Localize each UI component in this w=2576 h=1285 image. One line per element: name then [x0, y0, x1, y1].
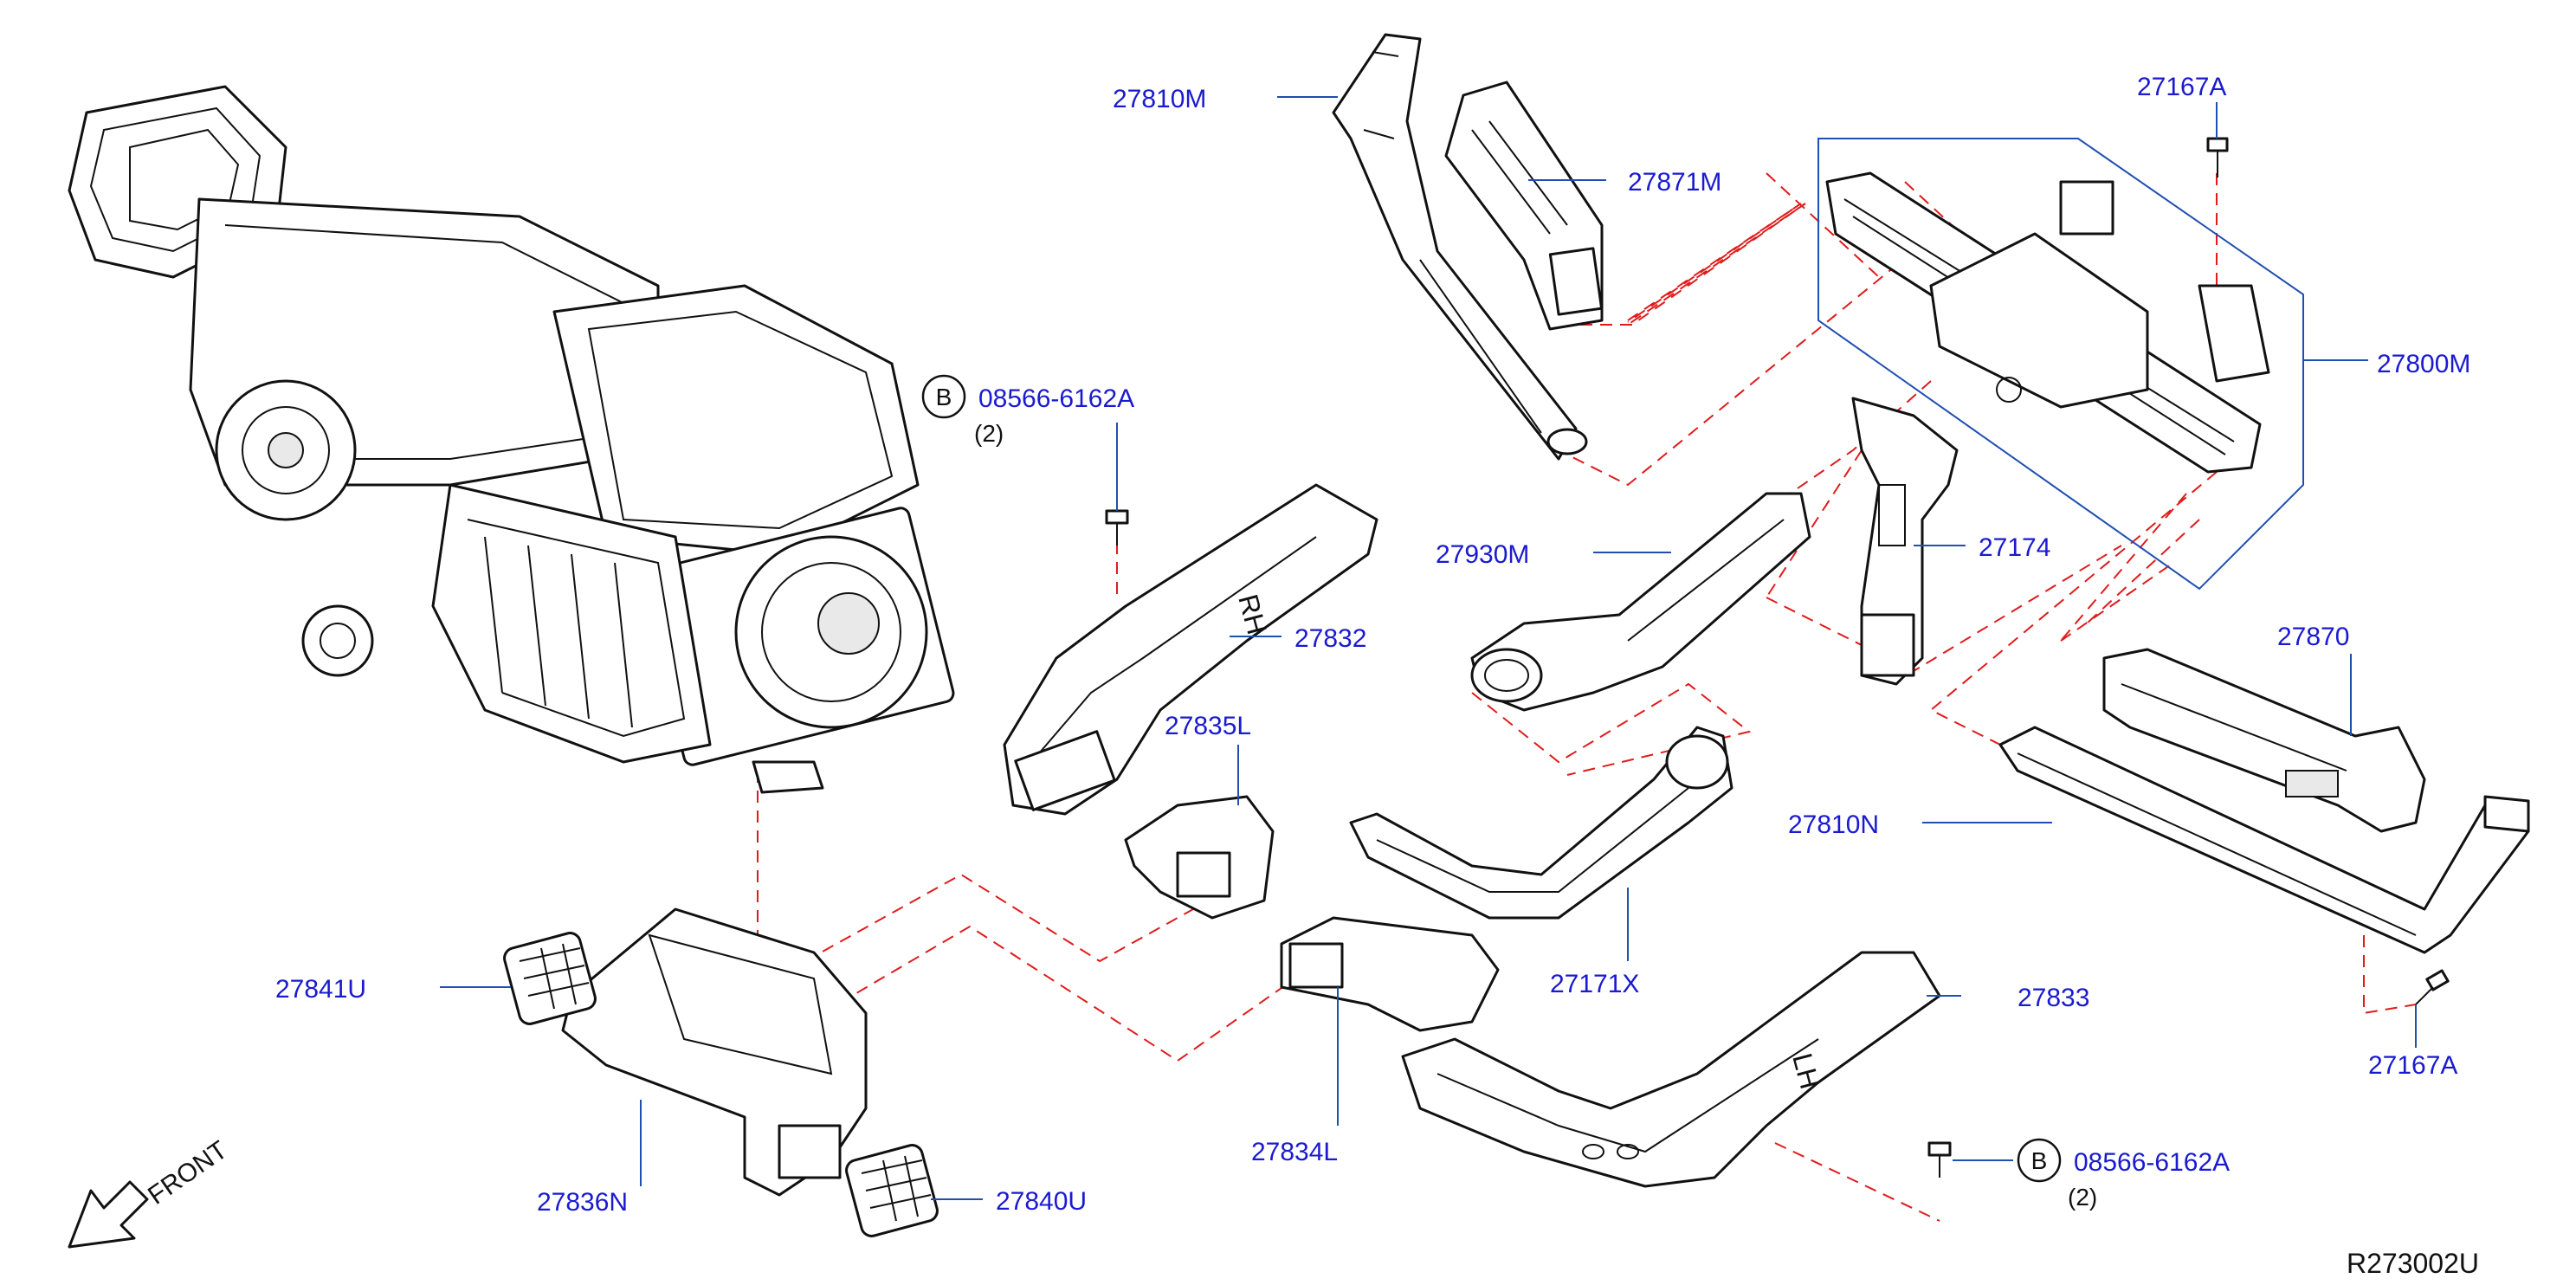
duct-27810m: [1332, 33, 1588, 461]
label-27833: 27833: [2018, 984, 2089, 1012]
screw-08566-top: [1105, 509, 1129, 546]
front-label: FRONT: [143, 1135, 233, 1210]
register-assembly-27800m: [1817, 138, 2304, 591]
badge-b-top: B: [921, 374, 966, 419]
duct-27871m: [1444, 81, 1604, 331]
label-27870: 27870: [2277, 623, 2349, 651]
front-arrow: FRONT: [68, 1135, 233, 1249]
label-27835l: 27835L: [1165, 712, 1251, 740]
duct-27832-rh: [1003, 483, 1378, 816]
leader-lines: [440, 96, 2417, 1200]
duct-27834l: [1280, 916, 1500, 1032]
label-08566-top: 08566-6162A: [978, 384, 1134, 413]
label-08566-bottom: 08566-6162A: [2074, 1148, 2230, 1177]
duct-27930m: [1470, 492, 1811, 712]
badge-b-top-letter: B: [936, 384, 952, 410]
duct-27171x: [1349, 726, 1733, 920]
grille-27840u: [845, 1144, 939, 1237]
floor-duct-27836n: [561, 907, 868, 1197]
label-27810m: 27810M: [1113, 85, 1206, 113]
qty-08566-top: (2): [974, 420, 1004, 447]
label-27167a-bottom: 27167A: [2368, 1051, 2457, 1080]
front-arrow-icon: [68, 1180, 149, 1249]
label-27871m: 27871M: [1628, 168, 1721, 197]
label-27171x: 27171X: [1550, 970, 1639, 998]
label-27167a-top: 27167A: [2137, 73, 2226, 101]
screw-bottom-right: [2415, 969, 2450, 1005]
qty-08566-bottom: (2): [2068, 1184, 2097, 1211]
label-27840u: 27840U: [996, 1187, 1087, 1216]
badge-b-bottom-letter: B: [2031, 1147, 2048, 1174]
duct-27870: [2102, 648, 2426, 833]
grille-27841u: [503, 932, 597, 1025]
label-27832: 27832: [1294, 624, 1366, 653]
duct-27810n: [1998, 726, 2530, 954]
hvac-unit: [68, 85, 955, 794]
duct-27835l: [1124, 795, 1275, 920]
label-27930m: 27930M: [1436, 540, 1529, 569]
label-27834l: 27834L: [1251, 1138, 1338, 1166]
badge-b-bottom: B: [2017, 1138, 2062, 1183]
label-27174: 27174: [1979, 533, 2050, 562]
screw-08566-bottom: [1927, 1141, 1952, 1178]
label-27810n: 27810N: [1788, 810, 1879, 839]
label-27841u: 27841U: [275, 975, 366, 1004]
label-27836n: 27836N: [537, 1188, 628, 1217]
duct-27174: [1851, 397, 1959, 686]
screw-top-right: [2206, 137, 2229, 178]
label-27800m: 27800M: [2377, 350, 2470, 378]
diagram-reference-code: R273002U: [2347, 1248, 2479, 1279]
